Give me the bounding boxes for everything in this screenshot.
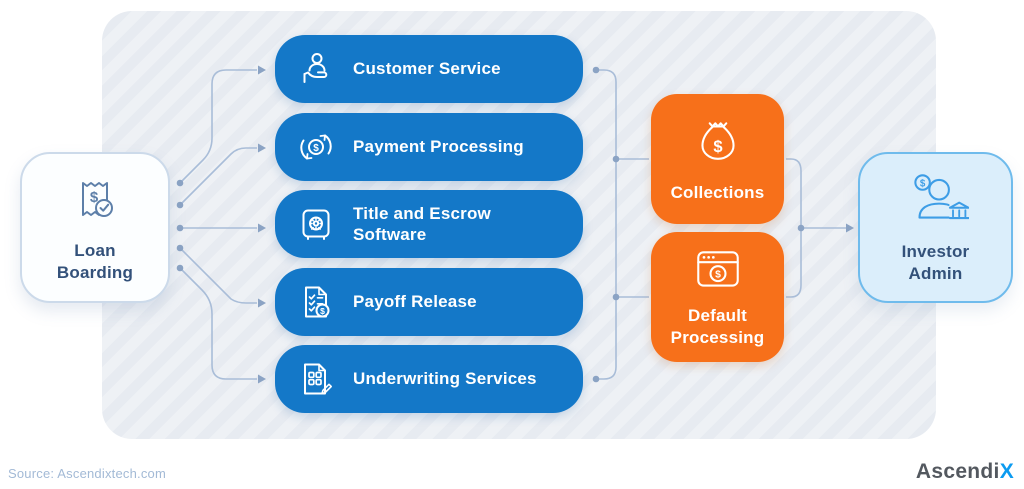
svg-text:$: $ <box>320 306 325 316</box>
service-pill-customer-service: Customer Service <box>275 35 583 103</box>
service-pill-label: Customer Service <box>353 59 501 79</box>
svg-text:$: $ <box>713 137 722 156</box>
default-processing-node: $ Default Processing <box>651 232 784 362</box>
service-pill-label: Title and Escrow Software <box>353 203 491 244</box>
payment-cycle-icon: $ <box>296 127 336 167</box>
investor-admin-label: Investor Admin <box>901 241 970 283</box>
receipt-check-icon: $ <box>66 171 124 232</box>
payoff-document-icon: $ <box>296 282 336 322</box>
collections-label: Collections <box>670 182 765 202</box>
service-pill-label: Payment Processing <box>353 137 524 157</box>
service-pill-label: Payoff Release <box>353 292 477 312</box>
collections-node: $ Collections <box>651 94 784 224</box>
logo-text-accent: X <box>999 460 1014 483</box>
investor-admin-icon: $ <box>903 170 970 233</box>
browser-dollar-icon: $ <box>691 245 745 300</box>
svg-text:$: $ <box>919 178 925 189</box>
service-pill-payoff-release: $ Payoff Release <box>275 268 583 336</box>
svg-text:$: $ <box>90 189 99 206</box>
ascendix-logo: AscendiX <box>916 460 1014 484</box>
default-processing-label: Default Processing <box>670 305 765 347</box>
service-pill-underwriting: Underwriting Services <box>275 345 583 413</box>
service-pill-title-escrow: Title and Escrow Software <box>275 190 583 258</box>
money-bag-icon: $ <box>689 114 747 177</box>
svg-text:$: $ <box>313 143 319 154</box>
service-pill-label: Underwriting Services <box>353 369 537 389</box>
logo-text-main: Ascendi <box>915 460 1000 483</box>
underwriting-document-icon <box>296 359 336 399</box>
service-pill-payment-processing: $ Payment Processing <box>275 113 583 181</box>
source-note: Source: Ascendixtech.com <box>8 466 166 481</box>
svg-text:$: $ <box>715 269 721 280</box>
safe-icon <box>296 204 336 244</box>
customer-service-icon <box>296 49 336 89</box>
loan-boarding-label: Loan Boarding <box>56 240 134 282</box>
investor-admin-node: $ Investor Admin <box>858 152 1013 303</box>
loan-boarding-node: $ Loan Boarding <box>20 152 170 303</box>
